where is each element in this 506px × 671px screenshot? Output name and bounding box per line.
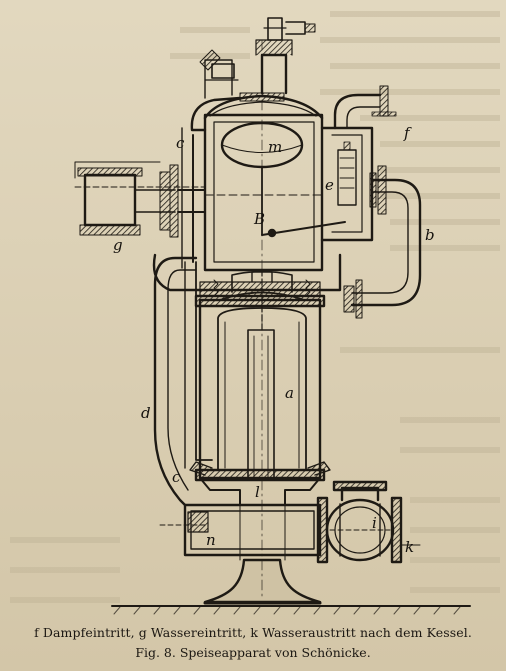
label-m: m (268, 138, 282, 156)
label-d: d (141, 404, 151, 422)
left-pipe-c (190, 96, 242, 132)
label-l: l (255, 483, 260, 501)
pipe-d (153, 256, 198, 507)
figure-title: Fig. 8. Speiseapparat von Schönicke. (135, 645, 371, 660)
water-inlet-g (83, 173, 137, 227)
cylinder-top-flange (194, 294, 326, 308)
valve-n (187, 511, 209, 533)
springs (213, 279, 311, 297)
label-B: B (253, 210, 265, 228)
label-g: g (113, 236, 123, 254)
label-f: f (403, 124, 412, 142)
steam-inlet-f (333, 93, 382, 130)
label-c-lower: c (172, 468, 181, 486)
top-pipe (260, 53, 288, 95)
label-i: i (372, 514, 377, 532)
label-n: n (206, 531, 216, 549)
inner-tube (217, 307, 307, 471)
middle-chamber (152, 253, 342, 292)
label-e: e (325, 176, 334, 194)
cylinder-bottom-flange (194, 468, 326, 482)
ground-hatching (113, 606, 461, 615)
side-pipe-b (350, 178, 422, 307)
upper-chamber (203, 113, 324, 272)
label-c-upper: c (176, 134, 185, 152)
cock (199, 49, 221, 71)
figure-legend: f Dampfeintritt, g Wassereintritt, k Was… (34, 625, 472, 640)
base-foot (203, 558, 322, 604)
apparatus-diagram: c m f e B b g a d c l i n k (74, 17, 471, 615)
label-k: k (405, 538, 414, 556)
label-b: b (425, 226, 435, 244)
check-valve-i (325, 498, 395, 562)
label-a: a (285, 384, 294, 402)
outlet-flange-left (316, 496, 329, 564)
